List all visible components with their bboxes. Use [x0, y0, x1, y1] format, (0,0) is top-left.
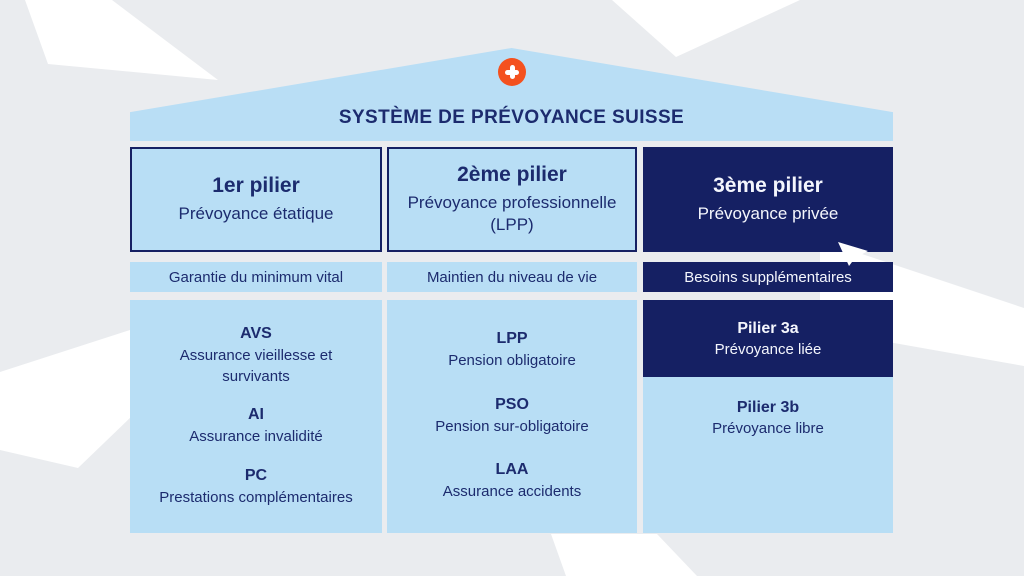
- pillar2-header-box: 2ème pilier Prévoyance professionnelle (…: [387, 147, 637, 252]
- pillar3-title: 3ème pilier: [713, 173, 823, 197]
- pillar2-subtitle: Prévoyance professionnelle (LPP): [407, 192, 617, 234]
- item-description: Prestations complémentaires: [159, 488, 353, 506]
- item-description: Assurance accidents: [442, 483, 582, 501]
- item-acronym: AI: [248, 406, 264, 423]
- item-description: Assurance invalidité: [189, 428, 323, 445]
- item-acronym: Pilier 3b: [736, 399, 800, 416]
- pillar1-content-box: AVS Assurance vieillesse et survivants A…: [130, 300, 382, 533]
- pillar3-header-box: 3ème pilier Prévoyance privée: [643, 147, 893, 252]
- pillar1-title: 1er pilier: [212, 173, 300, 197]
- item-acronym: LAA: [495, 461, 529, 479]
- pillar1-role-label: Garantie du minimum vital: [130, 262, 382, 292]
- main-title: SYSTÈME DE PRÉVOYANCE SUISSE: [338, 107, 685, 128]
- pillar3-role-label: Besoins supplémentaires: [643, 262, 893, 292]
- item-description: Prévoyance liée: [714, 340, 822, 358]
- pillar1-item-pc: PC Prestations complémentaires: [148, 467, 364, 508]
- item-description: Pension sur-obligatoire: [435, 417, 589, 435]
- pillar1-header-box: 1er pilier Prévoyance étatique: [130, 147, 382, 252]
- pillar2-item-lpp: LPP Pension obligatoire: [405, 330, 619, 371]
- pillar2-role-label: Maintien du niveau de vie: [387, 262, 637, 292]
- item-description: Pension obligatoire: [448, 352, 576, 370]
- pillar3b-box: Pilier 3b Prévoyance libre: [643, 377, 893, 533]
- pillar1-item-ai: AI Assurance invalidité: [148, 406, 364, 447]
- item-acronym: LPP: [496, 330, 528, 348]
- item-acronym: PSO: [495, 395, 529, 413]
- pillar1-item-avs: AVS Assurance vieillesse et survivants: [148, 325, 364, 387]
- pillar2-item-laa: LAA Assurance accidents: [405, 461, 619, 502]
- item-acronym: PC: [244, 466, 268, 484]
- pillar3-subtitle: Prévoyance privée: [697, 203, 839, 223]
- item-acronym: Pilier 3a: [737, 319, 799, 337]
- item-description: Assurance vieillesse et survivants: [179, 347, 333, 385]
- pillar1-subtitle: Prévoyance étatique: [178, 203, 334, 223]
- pillar2-content-box: LPP Pension obligatoire PSO Pension sur-…: [387, 300, 637, 533]
- pillar2-title: 2ème pilier: [457, 162, 567, 186]
- item-acronym: AVS: [240, 325, 272, 343]
- swiss-cross-icon: [498, 58, 526, 86]
- pillar3a-box: Pilier 3a Prévoyance liée: [643, 300, 893, 377]
- item-description: Prévoyance libre: [712, 420, 824, 437]
- pillar2-item-pso: PSO Pension sur-obligatoire: [405, 396, 619, 437]
- pillar3-content-box: Pilier 3a Prévoyance liée Pilier 3b Prév…: [643, 300, 893, 533]
